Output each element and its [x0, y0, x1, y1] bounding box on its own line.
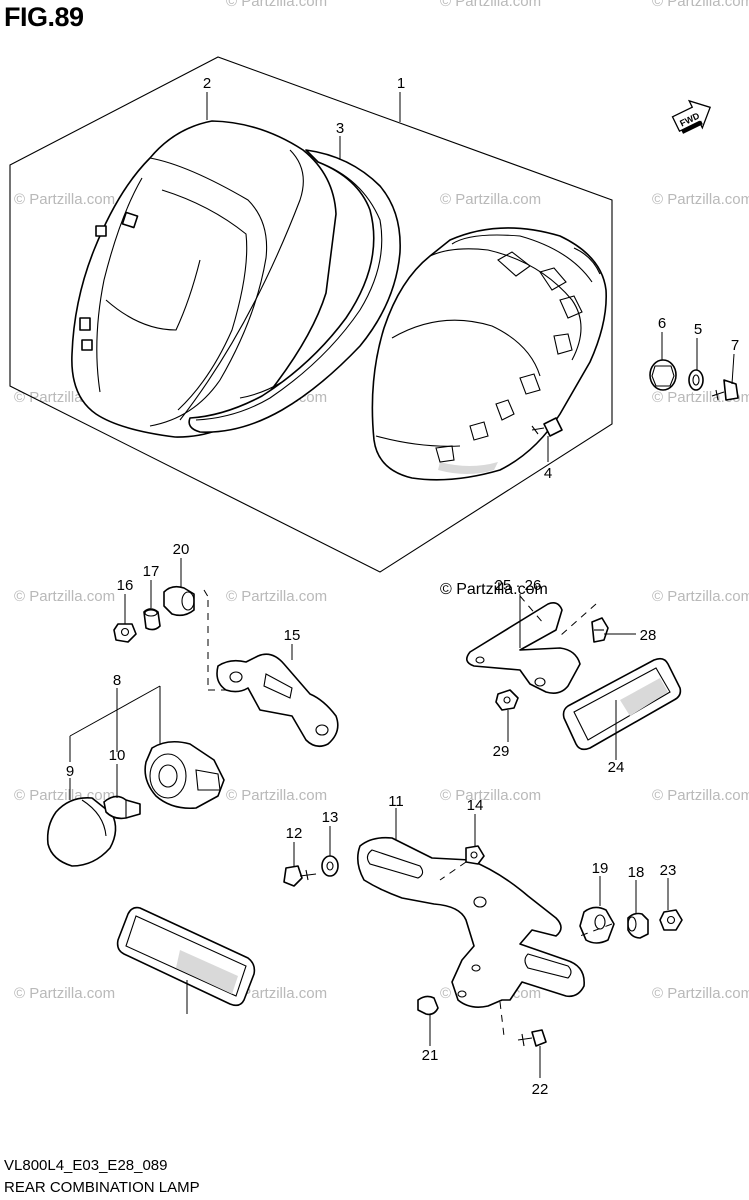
- callout-22: 22: [532, 1081, 549, 1098]
- callout-4: 4: [544, 465, 552, 482]
- bracket-part-11: [356, 836, 585, 1008]
- figure-title: FIG.89: [4, 2, 84, 32]
- grommet-part-20: [163, 585, 195, 617]
- reflector-part-24: [562, 657, 682, 751]
- callout-numbers: 2 1 3 4 6 5 7 20 17 16 15 8 9 10 25 · 26…: [66, 75, 739, 1098]
- diagram-caption: REAR COMBINATION LAMP: [4, 1179, 200, 1196]
- fwd-arrow-icon: FWD: [671, 99, 712, 134]
- bulb-part-17: [143, 608, 161, 631]
- callout-24: 24: [608, 759, 625, 776]
- bulb-part-18: [627, 912, 649, 939]
- watermark-tile: © Partzilla.com: [14, 985, 115, 1002]
- callout-13: 13: [322, 809, 339, 826]
- callout-8: 8: [113, 672, 121, 689]
- watermark-tile: © Partzilla.com: [652, 191, 749, 208]
- washer-part-13: [321, 855, 339, 877]
- cap-part-21: [417, 995, 439, 1016]
- watermark-tile: © Partzilla.com: [440, 191, 541, 208]
- callout-27: 28: [640, 627, 657, 644]
- watermark-tile: © Partzilla.com: [14, 787, 115, 804]
- watermark-tile: © Partzilla.com: [14, 191, 115, 208]
- callout-28: 29: [493, 743, 510, 760]
- callout-14: 14: [467, 797, 484, 814]
- lamp-body: [371, 227, 607, 481]
- reflector-part-29: [116, 906, 256, 1007]
- assembly-frame: [9, 56, 613, 573]
- grommet-part-19: [579, 906, 615, 944]
- watermark-tile: © Partzilla.com: [226, 787, 327, 804]
- lens-part-9: [46, 796, 117, 867]
- callout-3: 3: [336, 120, 344, 137]
- watermark-logo: © Partzilla.com: [440, 581, 548, 598]
- grommet-part-6: [649, 359, 677, 391]
- watermark-tile: © Partzilla.com: [14, 588, 115, 605]
- callout-6: 6: [658, 315, 666, 332]
- watermark-tile: © Partzilla.com: [652, 0, 749, 10]
- callout-18: 18: [628, 864, 645, 881]
- socket-part-8: [144, 740, 225, 810]
- watermark-tile: © Partzilla.com: [652, 787, 749, 804]
- callout-15: 15: [284, 627, 301, 644]
- watermark-tile: © Partzilla.com: [652, 985, 749, 1002]
- callout-2: 1: [397, 75, 405, 92]
- watermark-tile: © Partzilla.com: [440, 0, 541, 10]
- bolt-part-27: [591, 617, 609, 643]
- washer-part-5: [688, 369, 704, 391]
- nut-part-14: [465, 845, 485, 865]
- gasket-part-3: [188, 149, 401, 433]
- bolt-part-12: [283, 865, 317, 887]
- bulb-part-10: [103, 795, 141, 820]
- watermark-tile: © Partzilla.com: [226, 0, 327, 10]
- callout-9: 9: [66, 763, 74, 780]
- nut-part-16: [113, 623, 137, 643]
- screw-part-22: [517, 1029, 547, 1047]
- callout-20: 20: [173, 541, 190, 558]
- nut-part-28: [495, 689, 519, 711]
- callout-12: 12: [286, 825, 303, 842]
- callout-5: 5: [694, 321, 702, 338]
- callout-7: 7: [731, 337, 739, 354]
- callout-23: 23: [660, 862, 677, 879]
- watermark-tile: © Partzilla.com: [226, 588, 327, 605]
- watermark-tile: © Partzilla.com: [652, 588, 749, 605]
- callout-11: 11: [388, 793, 404, 810]
- bracket-part-15: [216, 653, 339, 748]
- watermark-tile: © Partzilla.com: [440, 787, 541, 804]
- callout-17: 17: [143, 563, 160, 580]
- leader-lines: [69, 92, 735, 1078]
- watermark-tile: © Partzilla.com: [226, 985, 327, 1002]
- screw-part-4: [531, 417, 563, 437]
- nut-part-23: [659, 909, 683, 931]
- callout-19: 19: [592, 860, 609, 877]
- callout-10: 10: [109, 747, 126, 764]
- bracket-part-25-26: [466, 602, 581, 694]
- callout-1: 2: [203, 75, 211, 92]
- callout-25-26: 25 · 26: [495, 577, 542, 594]
- diagram-code: VL800L4_E03_E28_089: [4, 1157, 168, 1174]
- callout-16: 16: [117, 577, 134, 594]
- callout-21: 21: [422, 1047, 439, 1064]
